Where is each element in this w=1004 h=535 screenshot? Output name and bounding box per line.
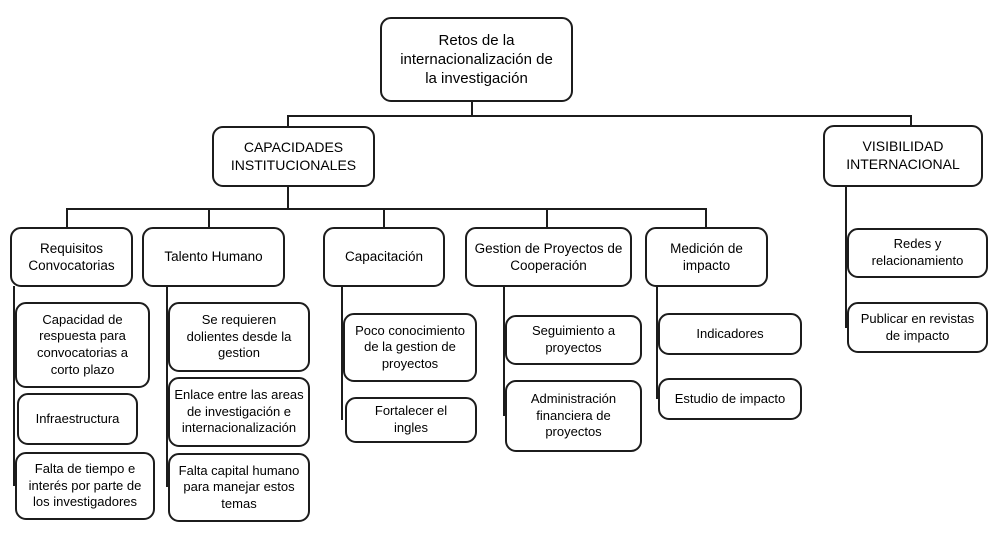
node-capacidades-institucionales: CAPACIDADES INSTITUCIONALES	[212, 126, 375, 187]
node-requisitos-convocatorias: Requisitos Convocatorias	[10, 227, 133, 287]
connector-level2-horizontal	[66, 208, 707, 210]
connector-capacidades-down	[287, 186, 289, 208]
node-dolientes-gestion: Se requieren dolientes desde la gestion	[168, 302, 310, 372]
node-redes-relacionamiento: Redes y relacionamiento	[847, 228, 988, 278]
connector-visibilidad-drop	[910, 117, 912, 125]
node-enlace-areas: Enlace entre las areas de investigación …	[168, 377, 310, 447]
node-administracion-financiera: Administración financiera de proyectos	[505, 380, 642, 452]
node-gestion-proyectos-cooperacion: Gestion de Proyectos de Cooperación	[465, 227, 632, 287]
connector-visibilidad-spine	[845, 186, 847, 328]
node-indicadores: Indicadores	[658, 313, 802, 355]
node-visibilidad-internacional: VISIBILIDAD INTERNACIONAL	[823, 125, 983, 187]
connector-capacidades-drop	[287, 117, 289, 126]
node-falta-capital-humano: Falta capital humano para manejar estos …	[168, 453, 310, 522]
node-capacitacion: Capacitación	[323, 227, 445, 287]
connector-capacitacion-spine	[341, 286, 343, 420]
connector-root-down	[471, 101, 473, 117]
node-root: Retos de la internacionalización de la i…	[380, 17, 573, 102]
connector-medicion-spine	[656, 286, 658, 399]
connector-medicion-drop	[705, 210, 707, 227]
node-infraestructura: Infraestructura	[17, 393, 138, 445]
connector-gestion-drop	[546, 210, 548, 227]
node-poco-conocimiento-gestion: Poco conocimiento de la gestion de proye…	[343, 313, 477, 382]
node-capacidad-respuesta: Capacidad de respuesta para convocatoria…	[15, 302, 150, 388]
node-publicar-revistas: Publicar en revistas de impacto	[847, 302, 988, 353]
node-medicion-impacto: Medición de impacto	[645, 227, 768, 287]
node-falta-tiempo-interes: Falta de tiempo e interés por parte de l…	[15, 452, 155, 520]
connector-capacitacion-drop	[383, 210, 385, 227]
node-estudio-impacto: Estudio de impacto	[658, 378, 802, 420]
connector-level1-horizontal	[287, 115, 912, 117]
node-seguimiento-proyectos: Seguimiento a proyectos	[505, 315, 642, 365]
connector-talento-spine	[166, 286, 168, 487]
connector-talento-drop	[208, 210, 210, 227]
connector-requisitos-spine	[13, 286, 15, 486]
connector-requisitos-drop	[66, 210, 68, 227]
connector-gestion-spine	[503, 286, 505, 416]
node-fortalecer-ingles: Fortalecer el ingles	[345, 397, 477, 443]
node-talento-humano: Talento Humano	[142, 227, 285, 287]
